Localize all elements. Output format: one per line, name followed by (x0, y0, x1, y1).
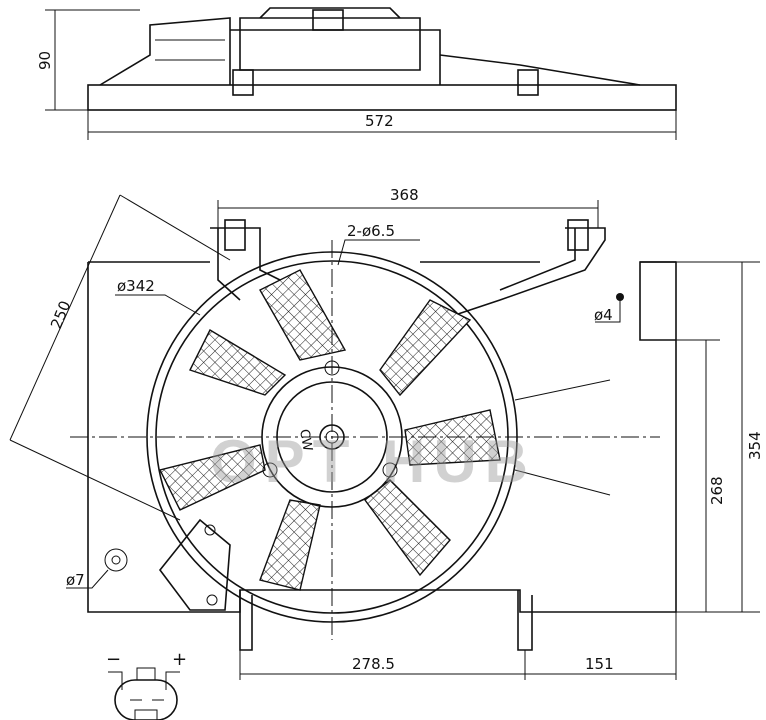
dim-label-7: ø7 (66, 571, 85, 589)
fan-blades (158, 269, 501, 591)
dim-label-278-5: 278.5 (352, 655, 395, 673)
dim-label-342: ø342 (117, 277, 155, 295)
connector-minus-label: − (106, 649, 121, 670)
dim-label-268: 268 (708, 476, 726, 505)
dimension-height-90: 90 (36, 9, 140, 111)
dim-label-354: 354 (746, 431, 764, 460)
dimension-368: 368 (217, 186, 599, 228)
connector-icon: − + (106, 649, 187, 720)
hole-4-callout: ø4 (594, 300, 621, 324)
hole-7-callout: ø7 (66, 569, 109, 589)
front-view: CW (70, 219, 677, 651)
fan-diameter-callout: ø342 (115, 277, 201, 316)
dimension-268: 268 (676, 339, 726, 612)
dim-label-90: 90 (36, 51, 54, 70)
top-view (87, 7, 677, 111)
connector-plus-label: + (172, 649, 187, 670)
rotation-label: CW (296, 428, 315, 452)
dim-label-holes: 2-ø6.5 (347, 222, 395, 240)
dimension-151: 151 (525, 612, 677, 680)
mount-holes-callout: 2-ø6.5 (337, 222, 420, 266)
dim-label-368: 368 (390, 186, 419, 204)
dim-label-4: ø4 (594, 306, 613, 324)
dimension-354: 354 (676, 261, 764, 613)
watermark: OPT HUB (210, 428, 536, 495)
dim-label-250: 250 (47, 298, 74, 331)
dim-label-151: 151 (585, 655, 614, 673)
dimension-278-5: 278.5 (239, 650, 526, 680)
dimension-width-572: 572 (87, 110, 677, 140)
dim-label-572: 572 (365, 112, 394, 130)
